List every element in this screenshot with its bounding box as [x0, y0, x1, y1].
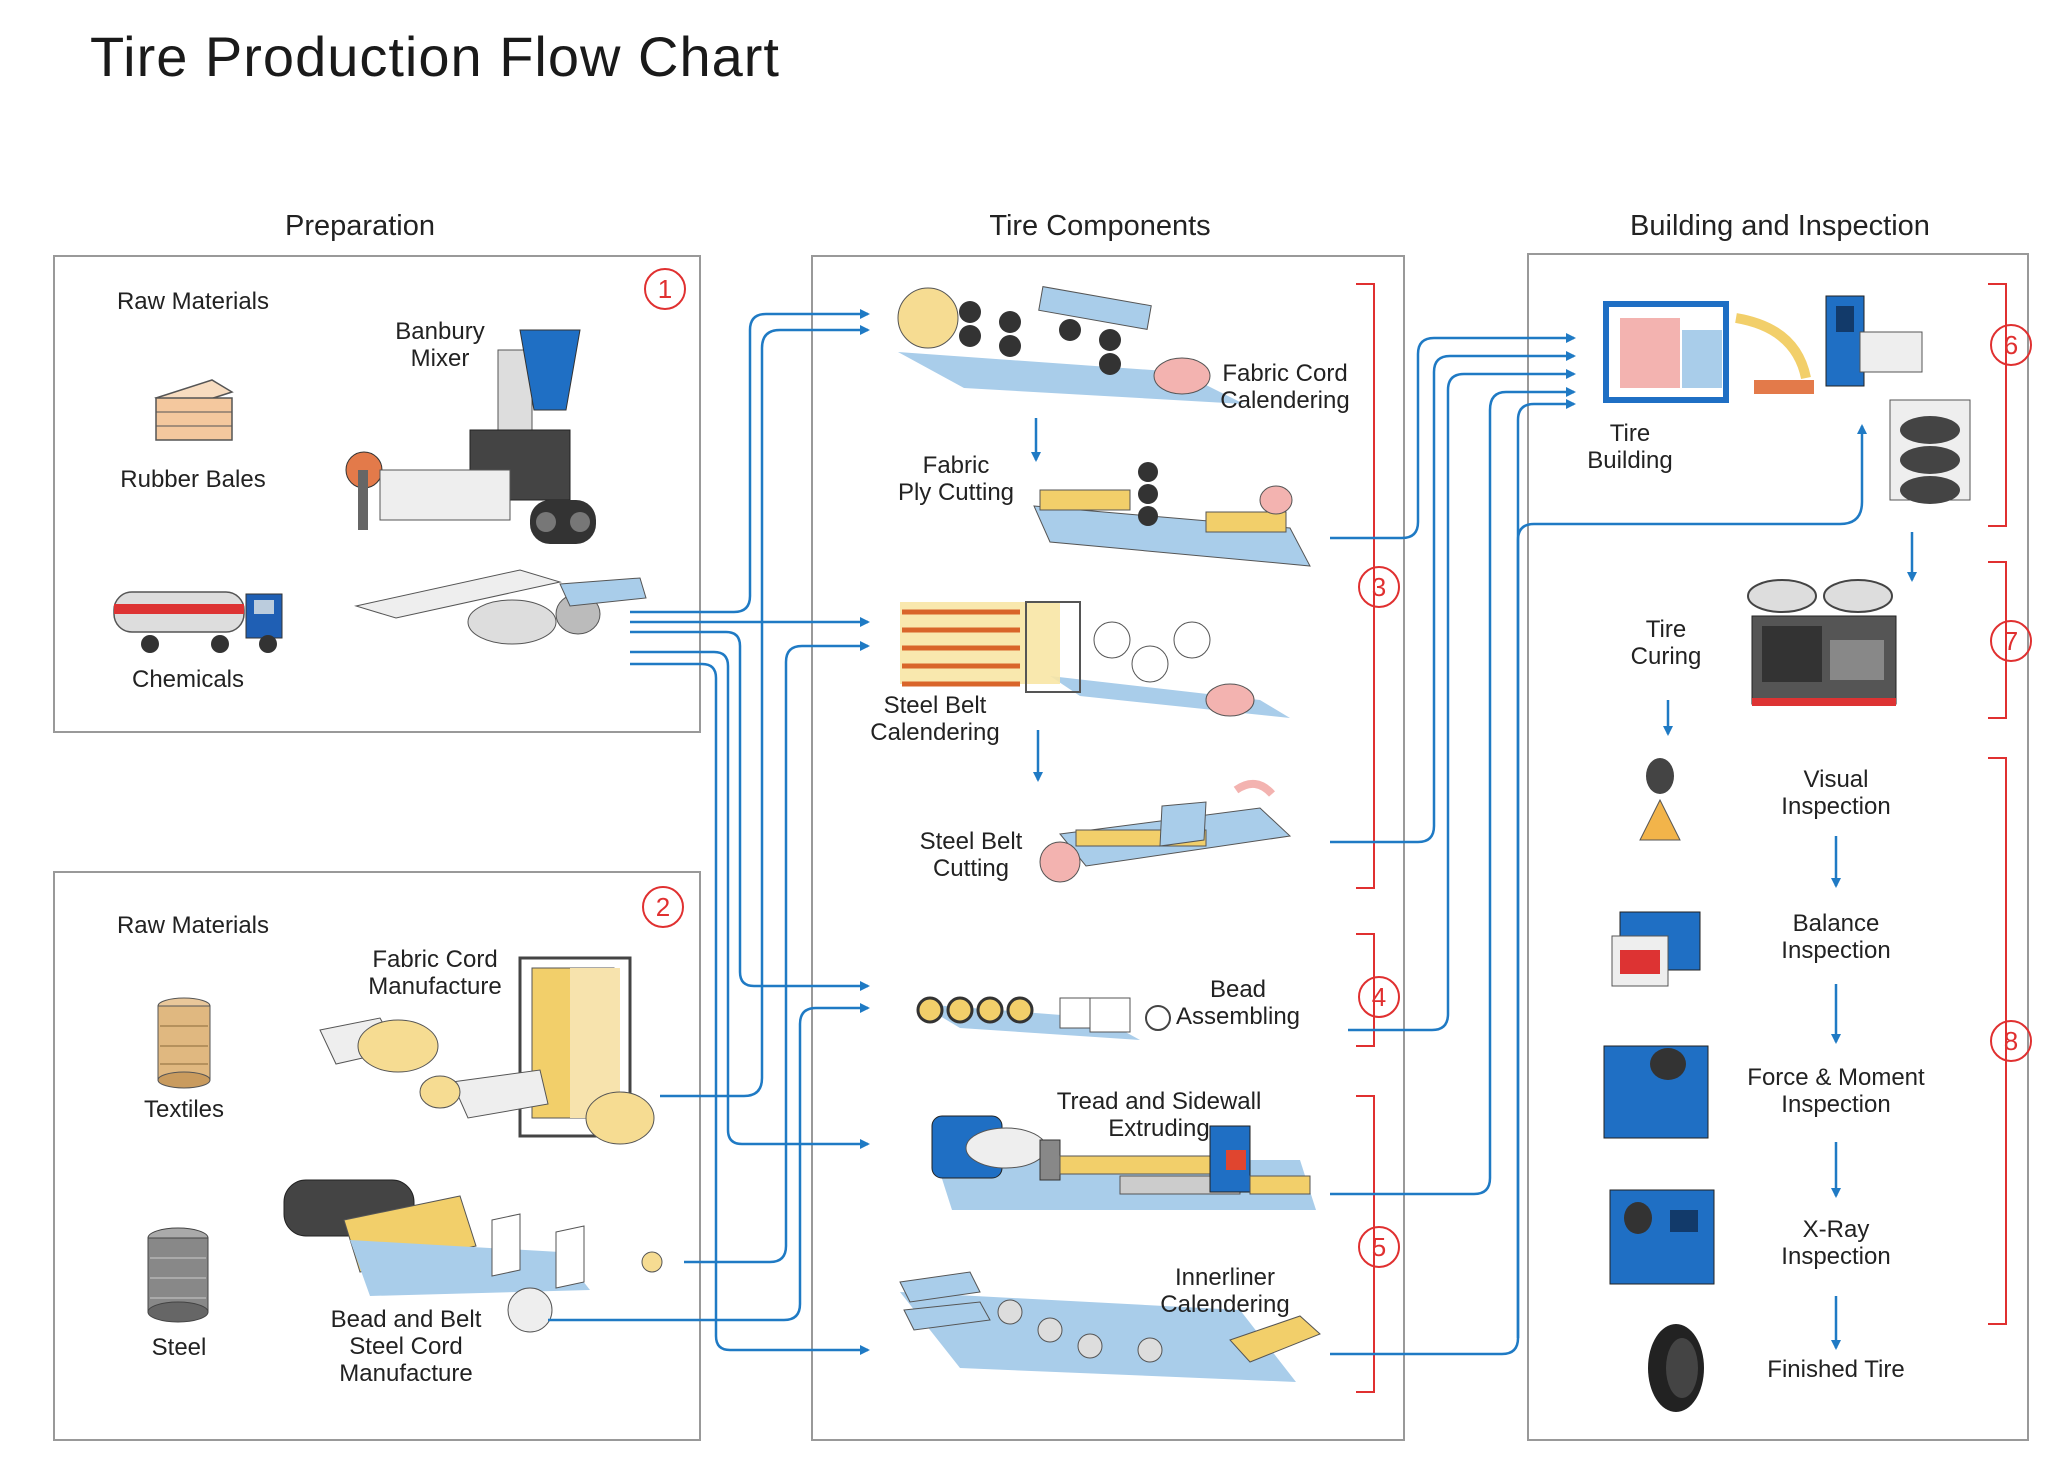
textiles-label: Textiles	[143, 1096, 225, 1123]
column-header-preparation: Preparation	[285, 210, 435, 242]
step-number-7: 7	[1990, 620, 2032, 662]
tread-sidewall-extruding-icon	[931, 1115, 1316, 1210]
force-moment-inspection-label: Force & Moment Inspection	[1747, 1064, 1925, 1118]
fabric-ply-cutting-label: Fabric Ply Cutting	[897, 452, 1015, 506]
balance-inspection-label: Balance Inspection	[1781, 910, 1891, 964]
finished-tire-icon	[1648, 1324, 1704, 1412]
page-title: Tire Production Flow Chart	[90, 25, 780, 88]
preparation-box-2	[53, 871, 701, 1441]
chemicals-truck-icon	[113, 591, 283, 653]
banbury-mixer-icon	[345, 329, 647, 645]
bead-assembling-icon	[916, 996, 1171, 1040]
force-moment-inspection-icon	[1603, 1045, 1709, 1139]
fabric-cord-calendering-label: Fabric Cord Calendering	[1220, 360, 1350, 414]
arrow-mixer-to-innerliner	[630, 662, 870, 1355]
xray-inspection-label: X-Ray Inspection	[1781, 1216, 1891, 1270]
rubber-bales-label: Rubber Bales	[120, 466, 266, 493]
bead-belt-cord-machine-icon	[283, 1179, 663, 1333]
arrow-ply-cutting-to-tire-building	[1330, 333, 1576, 540]
steel-belt-cutting-icon	[1039, 780, 1292, 883]
xray-inspection-icon	[1609, 1189, 1715, 1285]
steel-coil-icon	[147, 1227, 209, 1323]
fabric-ply-cutting-icon	[1033, 462, 1311, 567]
steel-belt-calendering-icon	[900, 601, 1290, 718]
arrow-innerliner-to-tire-building	[1330, 399, 1576, 1356]
tread-sidewall-extruding-label: Tread and Sidewall Extruding	[1056, 1088, 1262, 1142]
step-number-2: 2	[642, 886, 684, 928]
preparation-box-1	[53, 255, 701, 733]
arrow-tread-to-tire-building	[1330, 387, 1576, 1196]
tire-building-machine-icon	[1603, 295, 1971, 504]
arrow-bead-to-tire-building	[1348, 369, 1576, 1032]
steel-belt-cutting-label: Steel Belt Cutting	[919, 828, 1023, 882]
arrow-fabric-cord-to-fabric-calendering	[660, 325, 870, 1098]
tire-curing-label: Tire Curing	[1630, 616, 1702, 670]
components-box	[811, 255, 1405, 1441]
step-number-3: 3	[1358, 566, 1400, 608]
visual-inspection-label: Visual Inspection	[1781, 766, 1891, 820]
balance-inspection-icon	[1611, 911, 1701, 987]
tire-building-label: Tire Building	[1587, 420, 1673, 474]
arrow-steel-cord-to-bead-assembling	[548, 1003, 870, 1322]
fabric-cord-manufacture-label: Fabric Cord Manufacture	[368, 946, 502, 1000]
step-number-8: 8	[1990, 1020, 2032, 1062]
fabric-cord-machine-icon	[319, 956, 655, 1145]
arrow-steel-cutting-to-tire-building	[1330, 351, 1576, 844]
arrow-steel-cord-to-steel-belt-calendering	[684, 641, 870, 1264]
banbury-mixer-label: Banbury Mixer	[395, 318, 485, 372]
innerliner-calendering-label: Innerliner Calendering	[1160, 1264, 1290, 1318]
flow-arrows	[548, 309, 1917, 1356]
textiles-spool-icon	[157, 997, 211, 1089]
chemicals-label: Chemicals	[131, 666, 245, 693]
arrow-innerliner-to-green-tire	[1516, 424, 1867, 1338]
innerliner-calendering-icon	[899, 1271, 1321, 1382]
bead-belt-steel-cord-label: Bead and Belt Steel Cord Manufacture	[330, 1306, 482, 1387]
step-number-5: 5	[1358, 1226, 1400, 1268]
column-header-tire-components: Tire Components	[989, 210, 1211, 242]
raw-materials-label-2: Raw Materials	[116, 912, 270, 939]
rubber-bales-icon	[154, 379, 234, 441]
step-number-1: 1	[644, 268, 686, 310]
raw-materials-label-1: Raw Materials	[116, 288, 270, 315]
visual-inspection-icon	[1639, 758, 1681, 841]
building-box	[1527, 253, 2029, 1441]
tire-curing-press-icon	[1747, 579, 1897, 706]
arrow-mixer-to-tread-extruding	[630, 650, 870, 1149]
arrow-mixer-to-fabric-calendering	[630, 309, 870, 614]
finished-tire-label: Finished Tire	[1767, 1356, 1905, 1383]
step-number-6: 6	[1990, 324, 2032, 366]
fabric-cord-calendering-icon	[897, 286, 1244, 404]
steel-label: Steel	[151, 1334, 207, 1361]
steel-belt-calendering-label: Steel Belt Calendering	[870, 692, 1000, 746]
arrow-mixer-to-bead-assembling	[630, 630, 870, 991]
step-number-4: 4	[1358, 976, 1400, 1018]
bead-assembling-label: Bead Assembling	[1175, 976, 1301, 1030]
column-header-building-inspection: Building and Inspection	[1630, 210, 1930, 242]
